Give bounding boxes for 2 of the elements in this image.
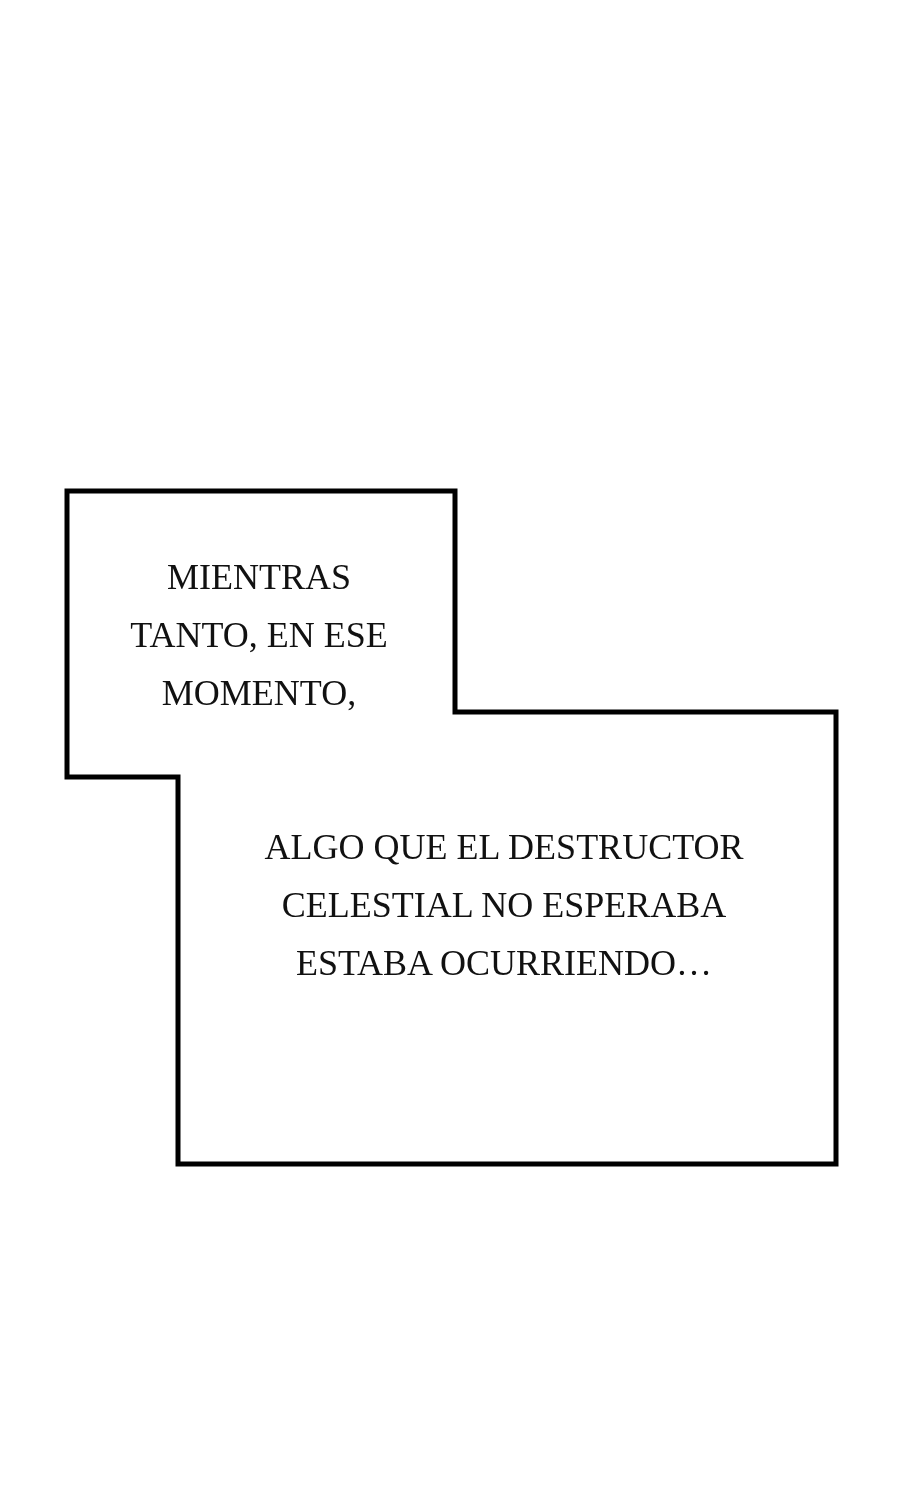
caption-text: ALGO QUE EL DESTRUCTOR CELESTIAL NO ESPERABA ESTABA OCURRIENDO… bbox=[263, 826, 745, 985]
caption-text: MIENTRAS TANTO, EN ESE MOMENTO, bbox=[129, 556, 389, 715]
